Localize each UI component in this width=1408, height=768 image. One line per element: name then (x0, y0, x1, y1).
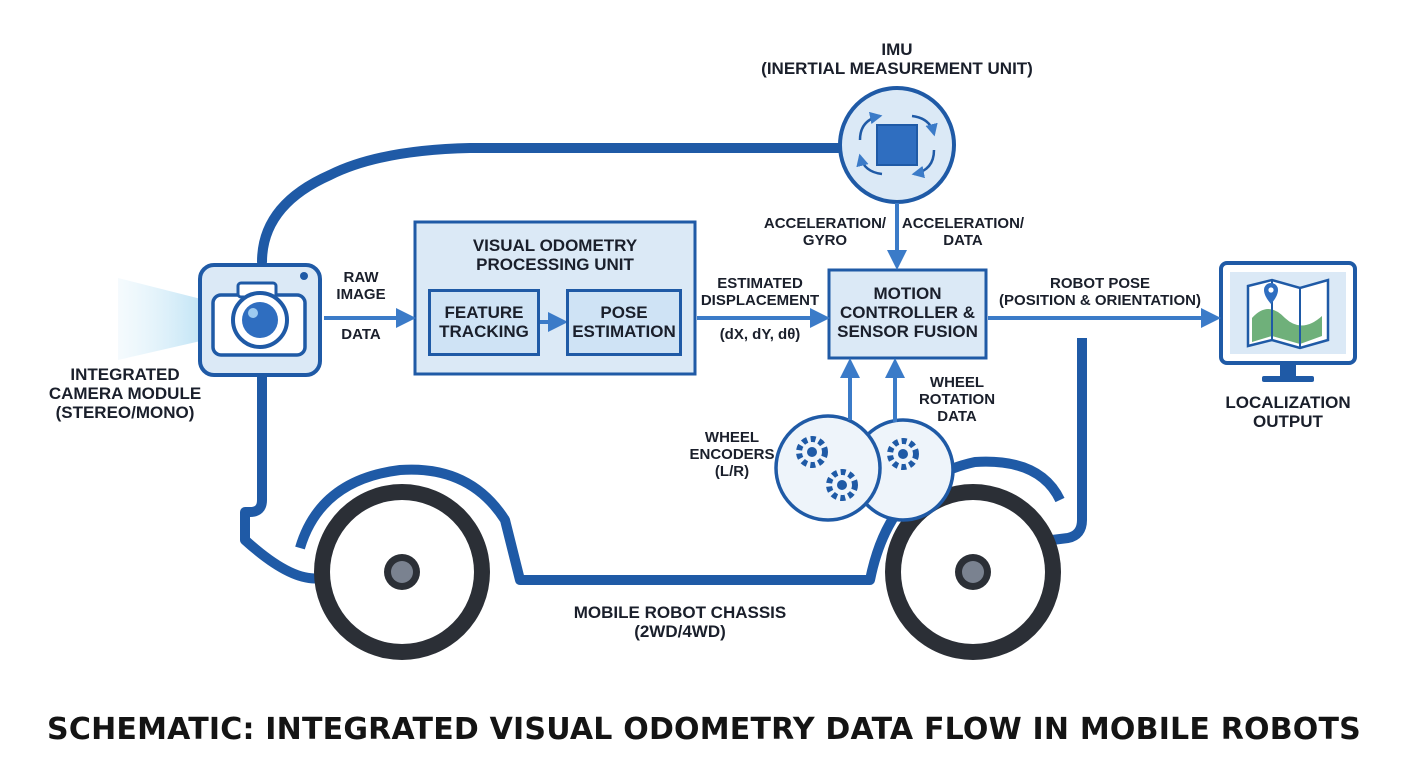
diagram-caption: SCHEMATIC: INTEGRATED VISUAL ODOMETRY DA… (47, 712, 1361, 747)
camera-view-beam (118, 278, 205, 360)
feature-tracking-label: FEATURE TRACKING (439, 302, 529, 341)
wheel-encoders-label: WHEEL ENCODERS (L/R) (689, 429, 775, 480)
acceleration-data-label: ACCELERATION/ DATA (901, 215, 1025, 249)
camera-module-icon (198, 263, 322, 377)
localization-monitor-icon (1219, 261, 1357, 382)
localization-output-label: LOCALIZATION OUTPUT (1225, 393, 1351, 432)
robot-chassis-outline (240, 143, 1087, 585)
feature-tracking-box: FEATURE TRACKING (428, 289, 540, 356)
motion-controller-box (827, 268, 988, 360)
robot-pose-label: ROBOT POSE (POSITION & ORIENTATION) (999, 275, 1201, 309)
imu-sensor-icon (838, 86, 956, 204)
raw-image-label: RAW IMAGE (336, 269, 386, 303)
pose-estimation-box: POSE ESTIMATION (566, 289, 682, 356)
displacement-label: ESTIMATED DISPLACEMENT (700, 275, 820, 309)
acceleration-gyro-label: ACCELERATION/ GYRO (763, 215, 887, 249)
imu-label: IMU (INERTIAL MEASUREMENT UNIT) (761, 40, 1033, 79)
right-wheel (885, 484, 1061, 660)
raw-image-data-label: DATA (341, 326, 381, 343)
camera-module-label: INTEGRATED CAMERA MODULE (STEREO/MONO) (48, 365, 202, 423)
visual-odometry-title: VISUAL ODOMETRY PROCESSING UNIT (472, 236, 638, 275)
left-wheel (314, 484, 490, 660)
pose-estimation-label: POSE ESTIMATION (572, 302, 676, 341)
displacement-values-label: (dX, dY, dθ) (719, 326, 801, 343)
wheel-rotation-label: WHEEL ROTATION DATA (918, 374, 996, 425)
wheel-encoder-left (774, 414, 882, 522)
chassis-label: MOBILE ROBOT CHASSIS (2WD/4WD) (573, 603, 787, 642)
motion-controller-label: MOTION CONTROLLER & SENSOR FUSION (837, 284, 978, 342)
